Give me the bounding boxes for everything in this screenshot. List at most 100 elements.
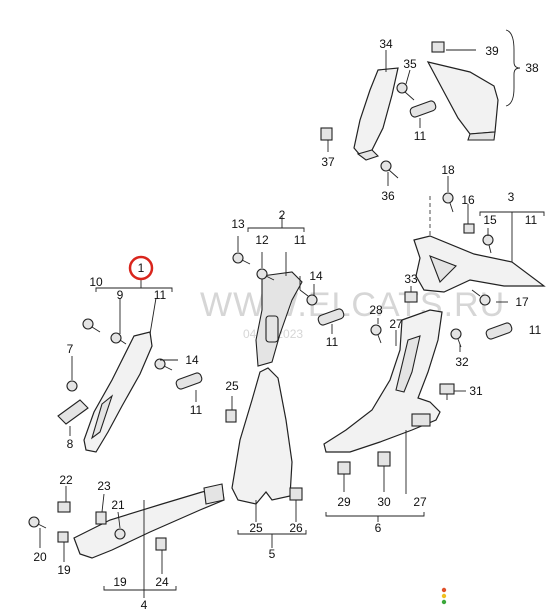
label-6[interactable]: 6: [375, 521, 382, 535]
trim-cover-38-edge: [467, 131, 496, 141]
trim-panel-3-inner: [429, 255, 457, 283]
label-11-a[interactable]: 11: [154, 288, 167, 302]
screw-14-center: [299, 289, 318, 306]
label-34[interactable]: 34: [379, 37, 393, 51]
upper-trim-2: [255, 271, 303, 367]
label-1[interactable]: 1: [138, 261, 145, 275]
clip-25: [225, 409, 237, 423]
label-23[interactable]: 23: [97, 479, 111, 493]
label-38[interactable]: 38: [525, 61, 539, 75]
clip-24: [155, 537, 167, 551]
label-27-a[interactable]: 27: [389, 317, 403, 331]
screw-20: [28, 516, 47, 529]
label-3[interactable]: 3: [508, 190, 515, 204]
label-18[interactable]: 18: [441, 163, 455, 177]
label-37[interactable]: 37: [321, 155, 335, 169]
label-30[interactable]: 30: [377, 495, 391, 509]
label-27-b[interactable]: 27: [413, 495, 427, 509]
trim-panel-3: [413, 235, 546, 293]
label-4[interactable]: 4: [141, 598, 148, 612]
clip-23: [95, 511, 107, 525]
pillar-trim-27-foot: [411, 413, 431, 427]
screw-36: [380, 160, 399, 179]
a-pillar-trim-1-rib: [91, 394, 114, 440]
label-8[interactable]: 8: [67, 437, 74, 451]
clip-39: [431, 41, 445, 53]
label-14-b[interactable]: 14: [309, 269, 323, 283]
label-32[interactable]: 32: [455, 355, 469, 369]
label-9[interactable]: 9: [117, 288, 124, 302]
status-dot-red: [441, 587, 447, 593]
label-31[interactable]: 31: [469, 384, 483, 398]
label-39[interactable]: 39: [485, 44, 499, 58]
clip-33: [404, 291, 418, 303]
screw-18: [442, 192, 454, 213]
clip-30: [377, 451, 391, 467]
clip-19: [57, 531, 69, 543]
label-36[interactable]: 36: [381, 189, 395, 203]
label-11-f[interactable]: 11: [525, 213, 538, 227]
label-28[interactable]: 28: [369, 303, 383, 317]
belt-guide-2: [265, 315, 279, 343]
label-5[interactable]: 5: [269, 547, 276, 561]
label-35[interactable]: 35: [403, 57, 417, 71]
screw-13: [232, 252, 251, 265]
screw-28: [370, 324, 382, 344]
pillar-trim-27-channel: [395, 335, 421, 393]
label-2[interactable]: 2: [279, 208, 286, 222]
label-20[interactable]: 20: [33, 550, 47, 564]
label-12[interactable]: 12: [255, 233, 269, 247]
label-11-c[interactable]: 11: [294, 233, 307, 247]
clip-11-right: [485, 322, 513, 340]
label-14-a[interactable]: 14: [185, 353, 199, 367]
label-11-e[interactable]: 11: [414, 129, 427, 143]
label-11-b[interactable]: 11: [190, 403, 203, 417]
screw-21: [114, 528, 126, 540]
status-dot-yellow: [441, 593, 447, 599]
screw-17: [471, 289, 491, 306]
clip-22: [57, 501, 71, 513]
label-25-b[interactable]: 25: [249, 521, 263, 535]
clip-11-upper: [409, 100, 437, 118]
label-24[interactable]: 24: [155, 575, 169, 589]
watermark-text: WWW.ELCATS.RU: [200, 286, 505, 324]
label-19-b[interactable]: 19: [57, 563, 71, 577]
screw-12: [256, 268, 275, 281]
label-15[interactable]: 15: [483, 213, 497, 227]
label-25-a[interactable]: 25: [225, 379, 239, 393]
clip-26: [289, 487, 303, 501]
screw-15: [482, 234, 494, 254]
label-33[interactable]: 33: [404, 272, 418, 286]
leader-lines: [39, 29, 545, 598]
pillar-trim-25: [231, 367, 293, 505]
trim-cover-38: [426, 61, 499, 135]
clip-31: [439, 383, 455, 400]
sill-trim-4-end: [203, 483, 225, 505]
screw-35: [396, 82, 415, 101]
bracket-7-8: [57, 380, 89, 425]
clip-29: [337, 461, 351, 475]
status-dot-green: [441, 599, 447, 605]
label-10[interactable]: 10: [89, 275, 103, 289]
label-22[interactable]: 22: [59, 473, 73, 487]
label-11-d[interactable]: 11: [326, 335, 339, 349]
label-17[interactable]: 17: [515, 295, 529, 309]
upper-pillar-trim-34-tab: [356, 149, 380, 161]
clip-11-center: [317, 308, 345, 326]
screw-9: [82, 318, 101, 333]
label-16[interactable]: 16: [461, 193, 475, 207]
label-13[interactable]: 13: [231, 217, 245, 231]
label-29[interactable]: 29: [337, 495, 351, 509]
label-21[interactable]: 21: [111, 498, 125, 512]
clip-11-left: [175, 372, 203, 390]
label-11-g[interactable]: 11: [529, 323, 542, 337]
pillar-trim-27: [323, 309, 443, 453]
label-7[interactable]: 7: [67, 342, 74, 356]
highlight-circle: [128, 255, 154, 281]
label-19-a[interactable]: 19: [113, 575, 127, 589]
upper-pillar-trim-34: [353, 67, 399, 156]
label-26[interactable]: 26: [289, 521, 303, 535]
screw-14-left: [154, 358, 173, 371]
